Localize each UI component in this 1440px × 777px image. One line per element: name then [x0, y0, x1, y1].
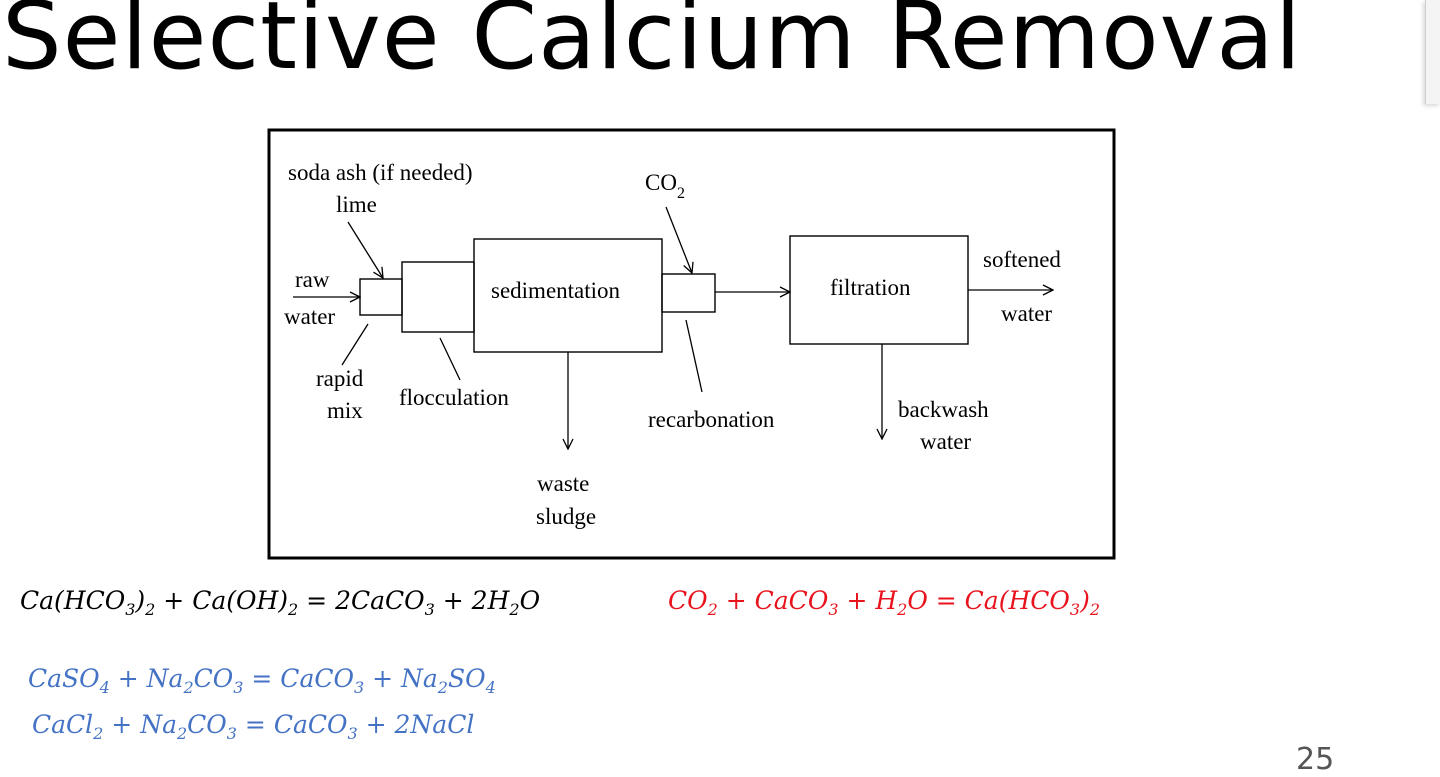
label-co2: CO2 — [645, 170, 685, 202]
equation-term: O — [519, 586, 541, 615]
label-rapid: rapid — [316, 366, 364, 391]
rapid-mix-pointer — [341, 323, 369, 366]
equation-subscript: 3 — [233, 678, 244, 697]
equation-subscript: 2 — [288, 600, 299, 619]
equation-soda-ash-chloride: CaCl2 + Na2CO3 = CaCO3 + 2NaCl — [32, 710, 474, 743]
equation-subscript: 2 — [93, 724, 104, 743]
equation-term: = 2CaCO — [298, 586, 425, 615]
lime-arrow — [347, 221, 383, 278]
equation-term: CO — [193, 664, 234, 693]
equation-term: O = Ca(HCO — [907, 586, 1070, 615]
equation-subscript: 2 — [437, 678, 448, 697]
label-waste: waste — [537, 471, 589, 496]
label-backwash-water: water — [920, 429, 971, 454]
equation-term: CO — [668, 586, 708, 615]
flocculation-pointer — [439, 337, 461, 381]
equation-term: + Na — [103, 710, 177, 739]
equation-term: + H — [838, 586, 898, 615]
scrollbar-edge[interactable] — [1425, 0, 1440, 104]
equation-subscript: 2 — [145, 600, 156, 619]
equation-term: CaSO — [28, 664, 100, 693]
equation-term: = CaCO — [243, 664, 354, 693]
label-backwash: backwash — [898, 397, 989, 422]
equation-term: ) — [135, 586, 146, 615]
equation-term: + 2H — [434, 586, 510, 615]
equation-recarbonation: CO2 + CaCO3 + H2O = Ca(HCO3)2 — [668, 586, 1100, 619]
equation-subscript: 2 — [707, 600, 718, 619]
label-lime: lime — [336, 192, 377, 217]
page-number: 25 — [1296, 742, 1335, 777]
equation-term: + Na — [109, 664, 184, 693]
equation-term: Ca(HCO — [20, 586, 126, 615]
equation-subscript: 3 — [1069, 600, 1081, 619]
equation-term: = CaCO — [236, 710, 348, 739]
slide-title: Selective Calcium Removal — [2, 0, 1302, 91]
equation-subscript: 2 — [183, 678, 194, 697]
label-softened: softened — [983, 247, 1061, 272]
equation-subscript: 2 — [176, 724, 188, 743]
equation-subscript: 3 — [226, 724, 237, 743]
equation-term: CaCl — [32, 710, 94, 739]
label-sludge: sludge — [536, 504, 596, 529]
label-raw-water: water — [284, 304, 335, 329]
equation-subscript: 2 — [1089, 600, 1101, 619]
co2-arrow — [665, 206, 692, 273]
equation-lime-softening: Ca(HCO3)2 + Ca(OH)2 = 2CaCO3 + 2H2O — [20, 586, 540, 619]
label-flocculation: flocculation — [399, 385, 509, 410]
equation-term: + 2NaCl — [357, 710, 475, 739]
label-mix: mix — [327, 398, 363, 423]
equation-subscript: 3 — [424, 600, 435, 619]
equation-soda-ash-sulfate: CaSO4 + Na2CO3 = CaCO3 + Na2SO4 — [28, 664, 496, 697]
equation-subscript: 3 — [828, 600, 839, 619]
equation-term: CO — [187, 710, 227, 739]
label-raw: raw — [295, 267, 330, 292]
equation-subscript: 4 — [485, 678, 496, 697]
label-softened-water: water — [1001, 301, 1052, 326]
equation-subscript: 4 — [99, 678, 110, 697]
equation-subscript: 2 — [509, 600, 520, 619]
equation-subscript: 3 — [353, 678, 365, 697]
label-soda-ash: soda ash (if needed) — [288, 160, 473, 185]
equation-term: + Ca(OH) — [155, 586, 289, 615]
equation-subscript: 3 — [125, 600, 136, 619]
equation-term: + CaCO — [717, 586, 829, 615]
equation-term: SO — [447, 664, 486, 693]
label-recarbonation: recarbonation — [648, 407, 775, 432]
equation-subscript: 2 — [897, 600, 908, 619]
equation-term: ) — [1080, 586, 1090, 615]
label-filtration: filtration — [830, 275, 911, 300]
equation-subscript: 3 — [347, 724, 358, 743]
label-sedimentation: sedimentation — [491, 278, 621, 303]
equation-term: + Na — [364, 664, 438, 693]
recarbonation-pointer — [685, 319, 703, 393]
